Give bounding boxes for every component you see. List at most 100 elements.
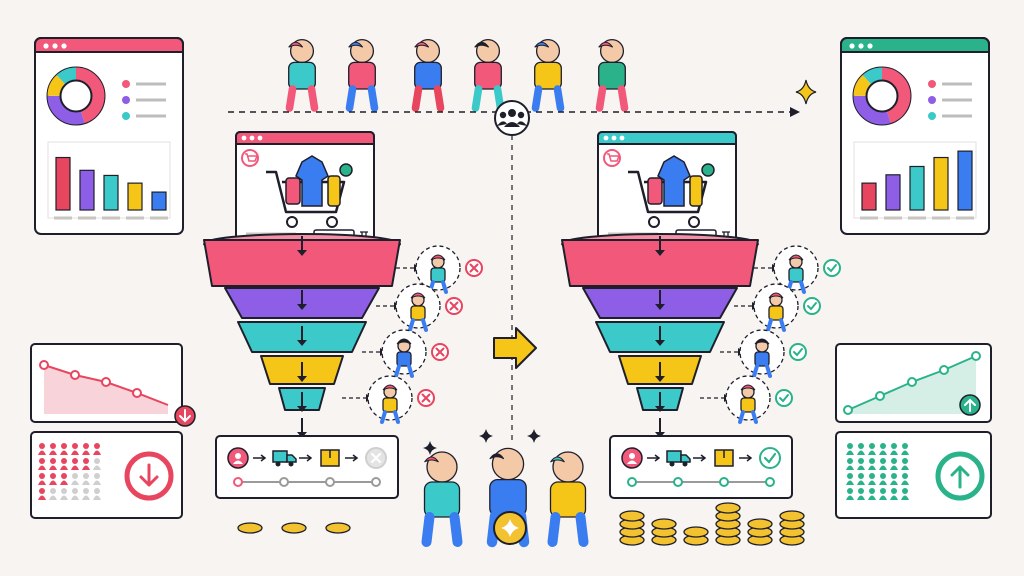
- audience-person-body: [879, 495, 887, 500]
- sparkle-icon: [795, 79, 817, 105]
- audience-person: [39, 458, 45, 464]
- window-dot: [611, 135, 617, 141]
- audience-person-body: [38, 480, 46, 485]
- audience-person-body: [890, 465, 898, 470]
- checkmark-icon: [759, 447, 781, 469]
- person-hair: [754, 338, 770, 345]
- audience-person-body: [49, 465, 57, 470]
- person-legs: [547, 512, 589, 547]
- person-hair: [396, 338, 412, 345]
- audience-person: [858, 443, 864, 449]
- person-legs: [411, 85, 445, 112]
- flow-arrowhead: [297, 250, 307, 256]
- audience-person: [869, 473, 875, 479]
- audience-person: [880, 458, 886, 464]
- person-body: [430, 267, 446, 283]
- audience-person-body: [868, 465, 876, 470]
- user-profile-icon: [621, 447, 643, 469]
- coin-icon: [237, 522, 263, 534]
- arrow-down-icon: [174, 405, 196, 427]
- audience-person: [83, 443, 89, 449]
- audience-person: [83, 473, 89, 479]
- audience-person-body: [71, 450, 79, 455]
- flow-arrowhead: [790, 107, 800, 117]
- donut-legend: [928, 80, 972, 120]
- audience-person: [83, 458, 89, 464]
- person-hair: [768, 292, 784, 299]
- audience-person-body: [868, 450, 876, 455]
- donut-slice: [853, 67, 911, 125]
- person-body: [382, 397, 398, 413]
- delivery-truck-icon: [272, 450, 297, 467]
- coin-icon: [651, 518, 677, 530]
- audience-person: [83, 488, 89, 494]
- bar: [861, 182, 877, 211]
- close-icon: [445, 297, 463, 315]
- person-hair: [534, 41, 550, 48]
- donut-slice: [47, 67, 105, 125]
- person-legs: [595, 85, 629, 112]
- audience-person-body: [60, 495, 68, 500]
- audience-person: [72, 443, 78, 449]
- audience-person-body: [846, 495, 854, 500]
- audience-person-body: [868, 480, 876, 485]
- audience-person: [891, 473, 897, 479]
- audience-person: [891, 443, 897, 449]
- bar-chart: [860, 150, 974, 220]
- audience-person-body: [38, 495, 46, 500]
- bar: [103, 174, 119, 211]
- audience-person: [72, 488, 78, 494]
- audience-person-body: [857, 480, 865, 485]
- flow-arrowhead: [655, 376, 665, 382]
- audience-person: [50, 458, 56, 464]
- step-arrow: [739, 454, 753, 462]
- checkmark-icon: [775, 389, 793, 407]
- flow-arrowhead: [297, 406, 307, 412]
- audience-person: [902, 473, 908, 479]
- audience-person-body: [49, 450, 57, 455]
- person-body: [549, 481, 587, 518]
- delivery-truck-icon: [666, 450, 691, 467]
- audience-person-body: [71, 480, 79, 485]
- person-legs: [380, 410, 400, 424]
- coin-icon: [325, 522, 351, 534]
- progress-dot: [279, 477, 289, 487]
- person-hair: [288, 41, 304, 48]
- bottle-item: [285, 177, 301, 205]
- person-body: [534, 61, 562, 90]
- audience-person-body: [93, 495, 101, 500]
- audience-person: [94, 458, 100, 464]
- audience-person: [902, 458, 908, 464]
- audience-person-body: [901, 465, 909, 470]
- trend-card-down: [30, 343, 196, 427]
- shopping-cart-icon: [241, 149, 259, 167]
- package-box-icon: [320, 449, 340, 467]
- audience-person: [61, 488, 67, 494]
- checkmark-icon: [789, 343, 807, 361]
- happy-customers-group: [421, 429, 589, 548]
- coin-icon: [747, 518, 773, 530]
- funnel-stage: [561, 239, 759, 287]
- audience-person-body: [49, 495, 57, 500]
- bar-chart: [54, 156, 168, 220]
- person-legs: [471, 85, 505, 112]
- person-legs: [752, 364, 772, 378]
- sparkle-icon: [527, 429, 541, 443]
- plant-item: [701, 163, 715, 177]
- step-arrow: [693, 454, 707, 462]
- funnel-before: [203, 233, 483, 438]
- sparkle-icon: [501, 519, 519, 537]
- coin-icon: [683, 526, 709, 538]
- person-legs: [345, 85, 379, 112]
- audience-person: [72, 473, 78, 479]
- progress-dot: [765, 477, 775, 487]
- audience-person: [61, 458, 67, 464]
- audience-person-body: [868, 495, 876, 500]
- shopping-cart-icon: [603, 149, 621, 167]
- audience-person: [902, 488, 908, 494]
- audience-person-body: [82, 465, 90, 470]
- person-hair: [424, 456, 439, 463]
- audience-person: [858, 488, 864, 494]
- customer-journey-before: [215, 435, 399, 499]
- audience-person: [847, 473, 853, 479]
